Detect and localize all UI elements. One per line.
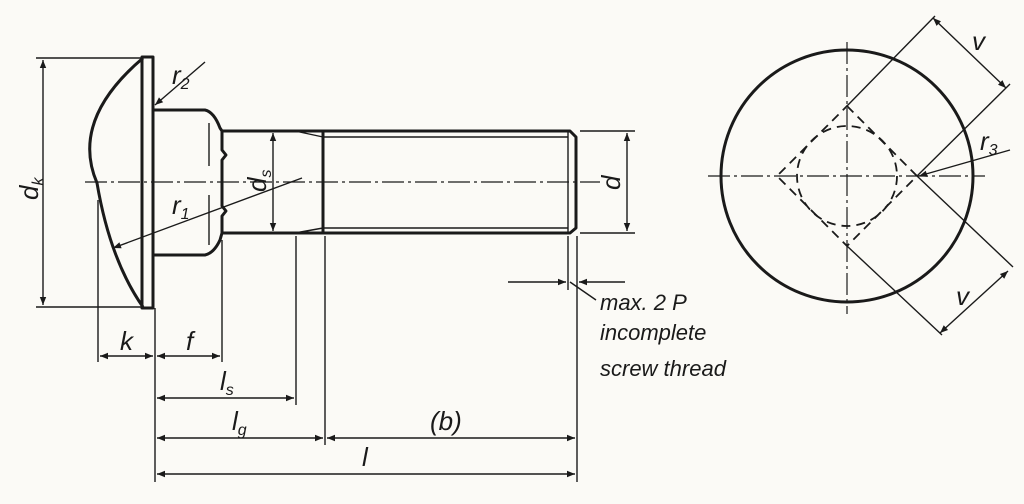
r3-leader <box>918 149 1011 177</box>
lg-label: lg <box>232 406 247 439</box>
r2-leader <box>154 61 206 106</box>
side-view-dimensions: dk r2 r1 ds d k f ls lg (b) l m <box>14 57 727 482</box>
bolt-head-dome <box>88 56 145 308</box>
v-bottom-dimension-line <box>939 270 1009 334</box>
r2-label: r2 <box>172 60 190 93</box>
thread-runout <box>294 227 324 234</box>
dk-label: dk <box>14 177 47 200</box>
ds-label: ds <box>242 170 275 192</box>
bolt-side-view <box>85 55 600 310</box>
r3-label: r3 <box>980 126 998 159</box>
neck-edge <box>220 131 228 233</box>
ls-label: ls <box>220 366 234 399</box>
v-top-dimension-line <box>932 17 1007 89</box>
thread-runout <box>294 130 324 138</box>
d-label: d <box>596 174 626 190</box>
note-line-1: max. 2 P <box>600 290 687 315</box>
v-bottom-label: v <box>956 281 971 311</box>
l-label: l <box>362 442 369 472</box>
v-top-label: v <box>972 26 987 56</box>
note-line-2: incomplete <box>600 320 706 345</box>
k-label: k <box>120 326 135 356</box>
r1-label: r1 <box>172 190 190 223</box>
note-line-3: screw thread <box>600 356 727 381</box>
square-neck <box>153 108 224 257</box>
b-label: (b) <box>430 406 462 436</box>
bolt-end-view: v v r3 <box>708 15 1014 336</box>
f-label: f <box>186 326 196 356</box>
